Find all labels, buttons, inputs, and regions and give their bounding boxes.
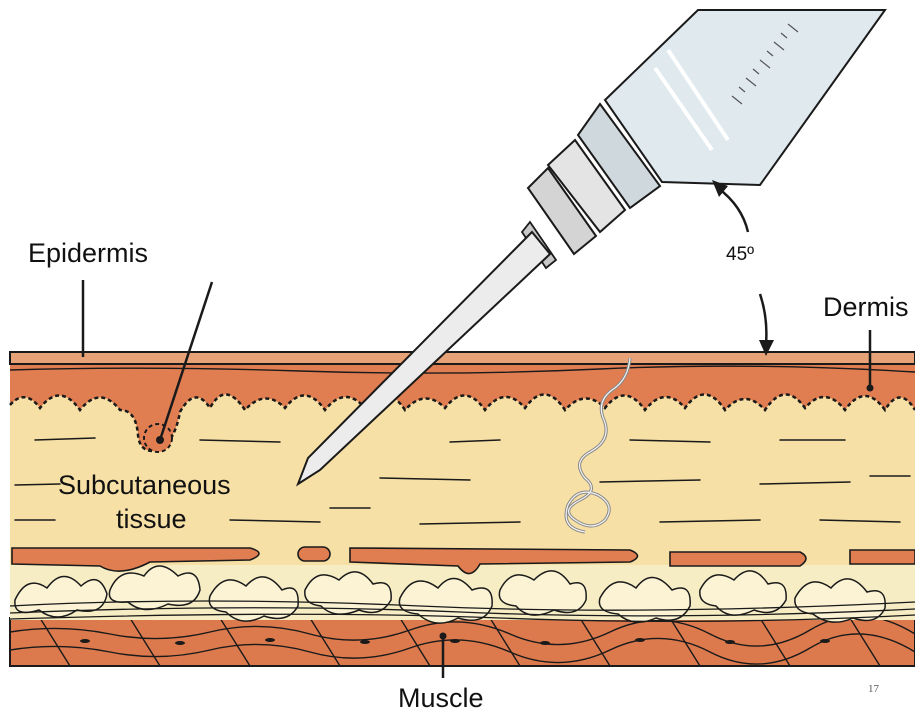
label-subcutaneous: Subcutaneous	[58, 470, 231, 501]
angle-arrow-lower	[760, 294, 766, 344]
page-number: 17	[868, 683, 879, 695]
label-angle: 45º	[726, 244, 754, 266]
muscle-leader-dot	[440, 633, 447, 640]
dermis-leader-dot	[867, 385, 874, 392]
epidermis-layer	[10, 352, 915, 364]
label-tissue: tissue	[116, 504, 187, 535]
angle-arrow-upper	[718, 188, 748, 232]
label-muscle: Muscle	[398, 683, 484, 714]
syringe-barrel	[605, 10, 885, 185]
label-dermis: Dermis	[823, 292, 909, 323]
label-epidermis: Epidermis	[28, 238, 148, 269]
